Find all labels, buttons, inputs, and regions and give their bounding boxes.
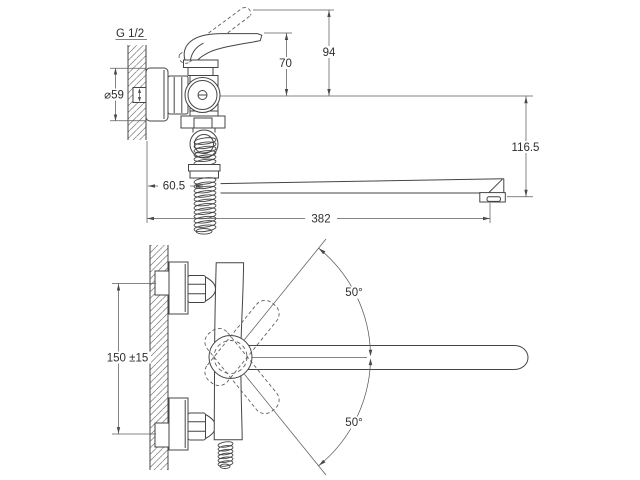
swivel-radial-lower	[244, 373, 327, 476]
eccentric-bottom	[154, 422, 170, 448]
escutcheon-flange	[145, 67, 169, 122]
aerator-insert	[486, 196, 501, 202]
dimension-thread: G 1/2	[115, 28, 147, 40]
valve-cap-circle	[184, 77, 221, 113]
thread-label: G 1/2	[116, 28, 144, 40]
flange-bottom	[168, 397, 189, 451]
dimension-spout-drop: 116.5	[507, 96, 542, 198]
swivel-radial-upper	[244, 238, 327, 341]
lever-position-lower-dashed	[204, 327, 280, 415]
spout-side	[220, 178, 506, 203]
shower-hose	[188, 136, 221, 235]
dimension-lever-height: 70	[264, 32, 294, 96]
eccentric-top	[154, 270, 170, 296]
dimension-wall-to-axis: 60.5	[148, 179, 203, 192]
side-view: G 1/2 ⌀59 70 94	[100, 7, 542, 235]
wall-to-axis-label: 60.5	[163, 180, 185, 192]
front-view: 50° 50°	[103, 238, 529, 476]
lever-height-label: 70	[279, 58, 292, 70]
spout-reach-label: 382	[311, 213, 330, 225]
lever-handle-side	[183, 33, 263, 61]
spout-front	[244, 345, 529, 370]
hex-nut-bottom	[187, 412, 206, 441]
swivel-arc-lower: 50°	[318, 358, 373, 467]
hose-stub-front	[217, 440, 234, 469]
dimension-escutcheon-diameter: ⌀59	[100, 67, 146, 122]
spout-pivot-ball	[208, 335, 253, 379]
hose-connection-ring	[189, 129, 219, 159]
swivel-angle-lower-label: 50°	[345, 417, 362, 429]
connector-dome-top	[205, 276, 217, 302]
spout-drop-label: 116.5	[512, 142, 540, 154]
lever-raised-height-label: 94	[323, 47, 336, 59]
dimension-lever-raised-height: 94	[253, 9, 338, 96]
hex-nut-top	[187, 275, 206, 303]
dimension-spout-reach: 382	[146, 141, 491, 225]
hose-collar	[188, 164, 221, 172]
swivel-arc-upper: 50°	[318, 247, 373, 357]
swivel-angle-upper-label: 50°	[345, 287, 362, 299]
lever-position-upper-dashed	[204, 299, 280, 387]
flange-top	[168, 261, 189, 315]
mounting-centers-label: 150 ±15	[107, 352, 149, 364]
escutcheon-diameter-label: ⌀59	[104, 89, 124, 101]
dimension-mounting-centers: 150 ±15	[103, 283, 156, 435]
